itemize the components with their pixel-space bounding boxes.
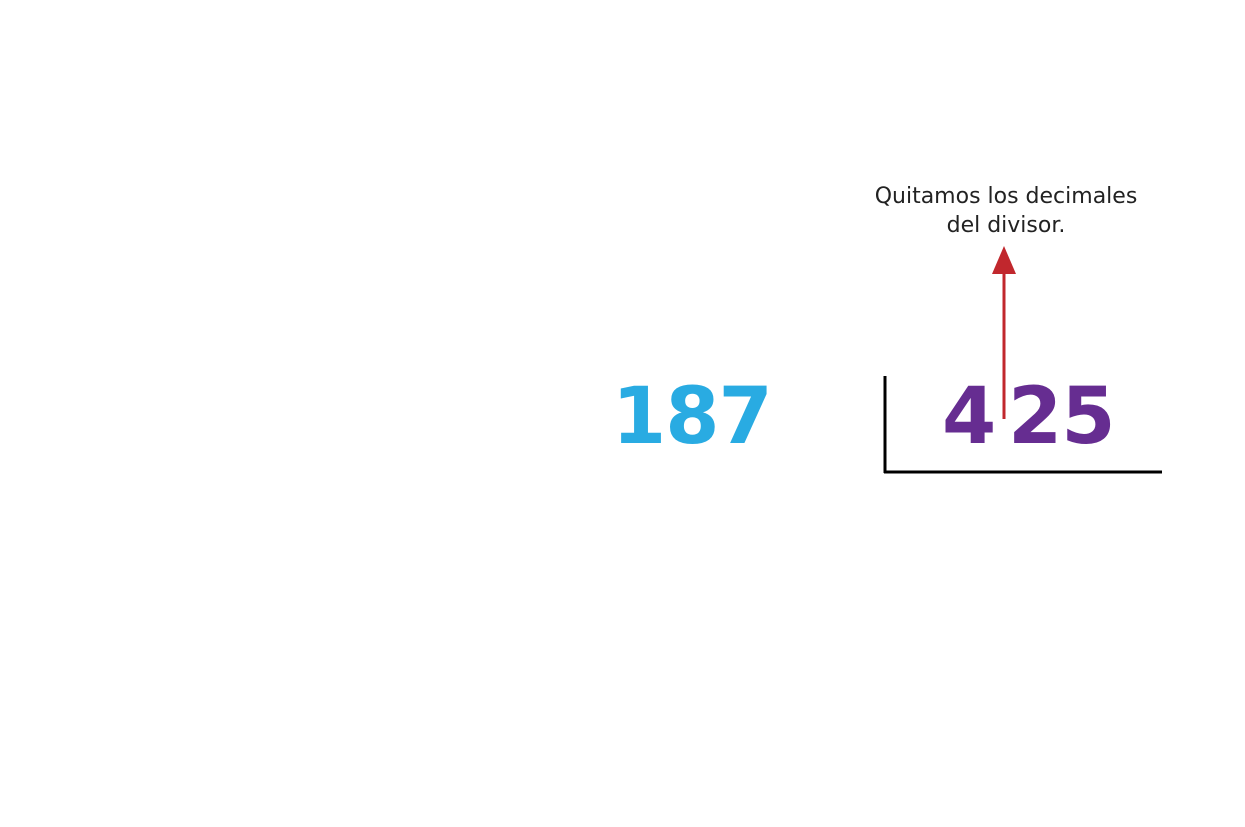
annotation-line-1: Quitamos los decimales	[874, 184, 1138, 209]
divisor-integer-part: 4	[942, 372, 996, 462]
divisor-decimal-part: 25	[1008, 372, 1116, 462]
arrow-head-icon	[992, 246, 1016, 274]
annotation-text: Quitamos los decimales del divisor.	[846, 182, 1166, 240]
annotation-line-2: del divisor.	[946, 213, 1066, 238]
dividend-number: 187	[612, 372, 773, 462]
